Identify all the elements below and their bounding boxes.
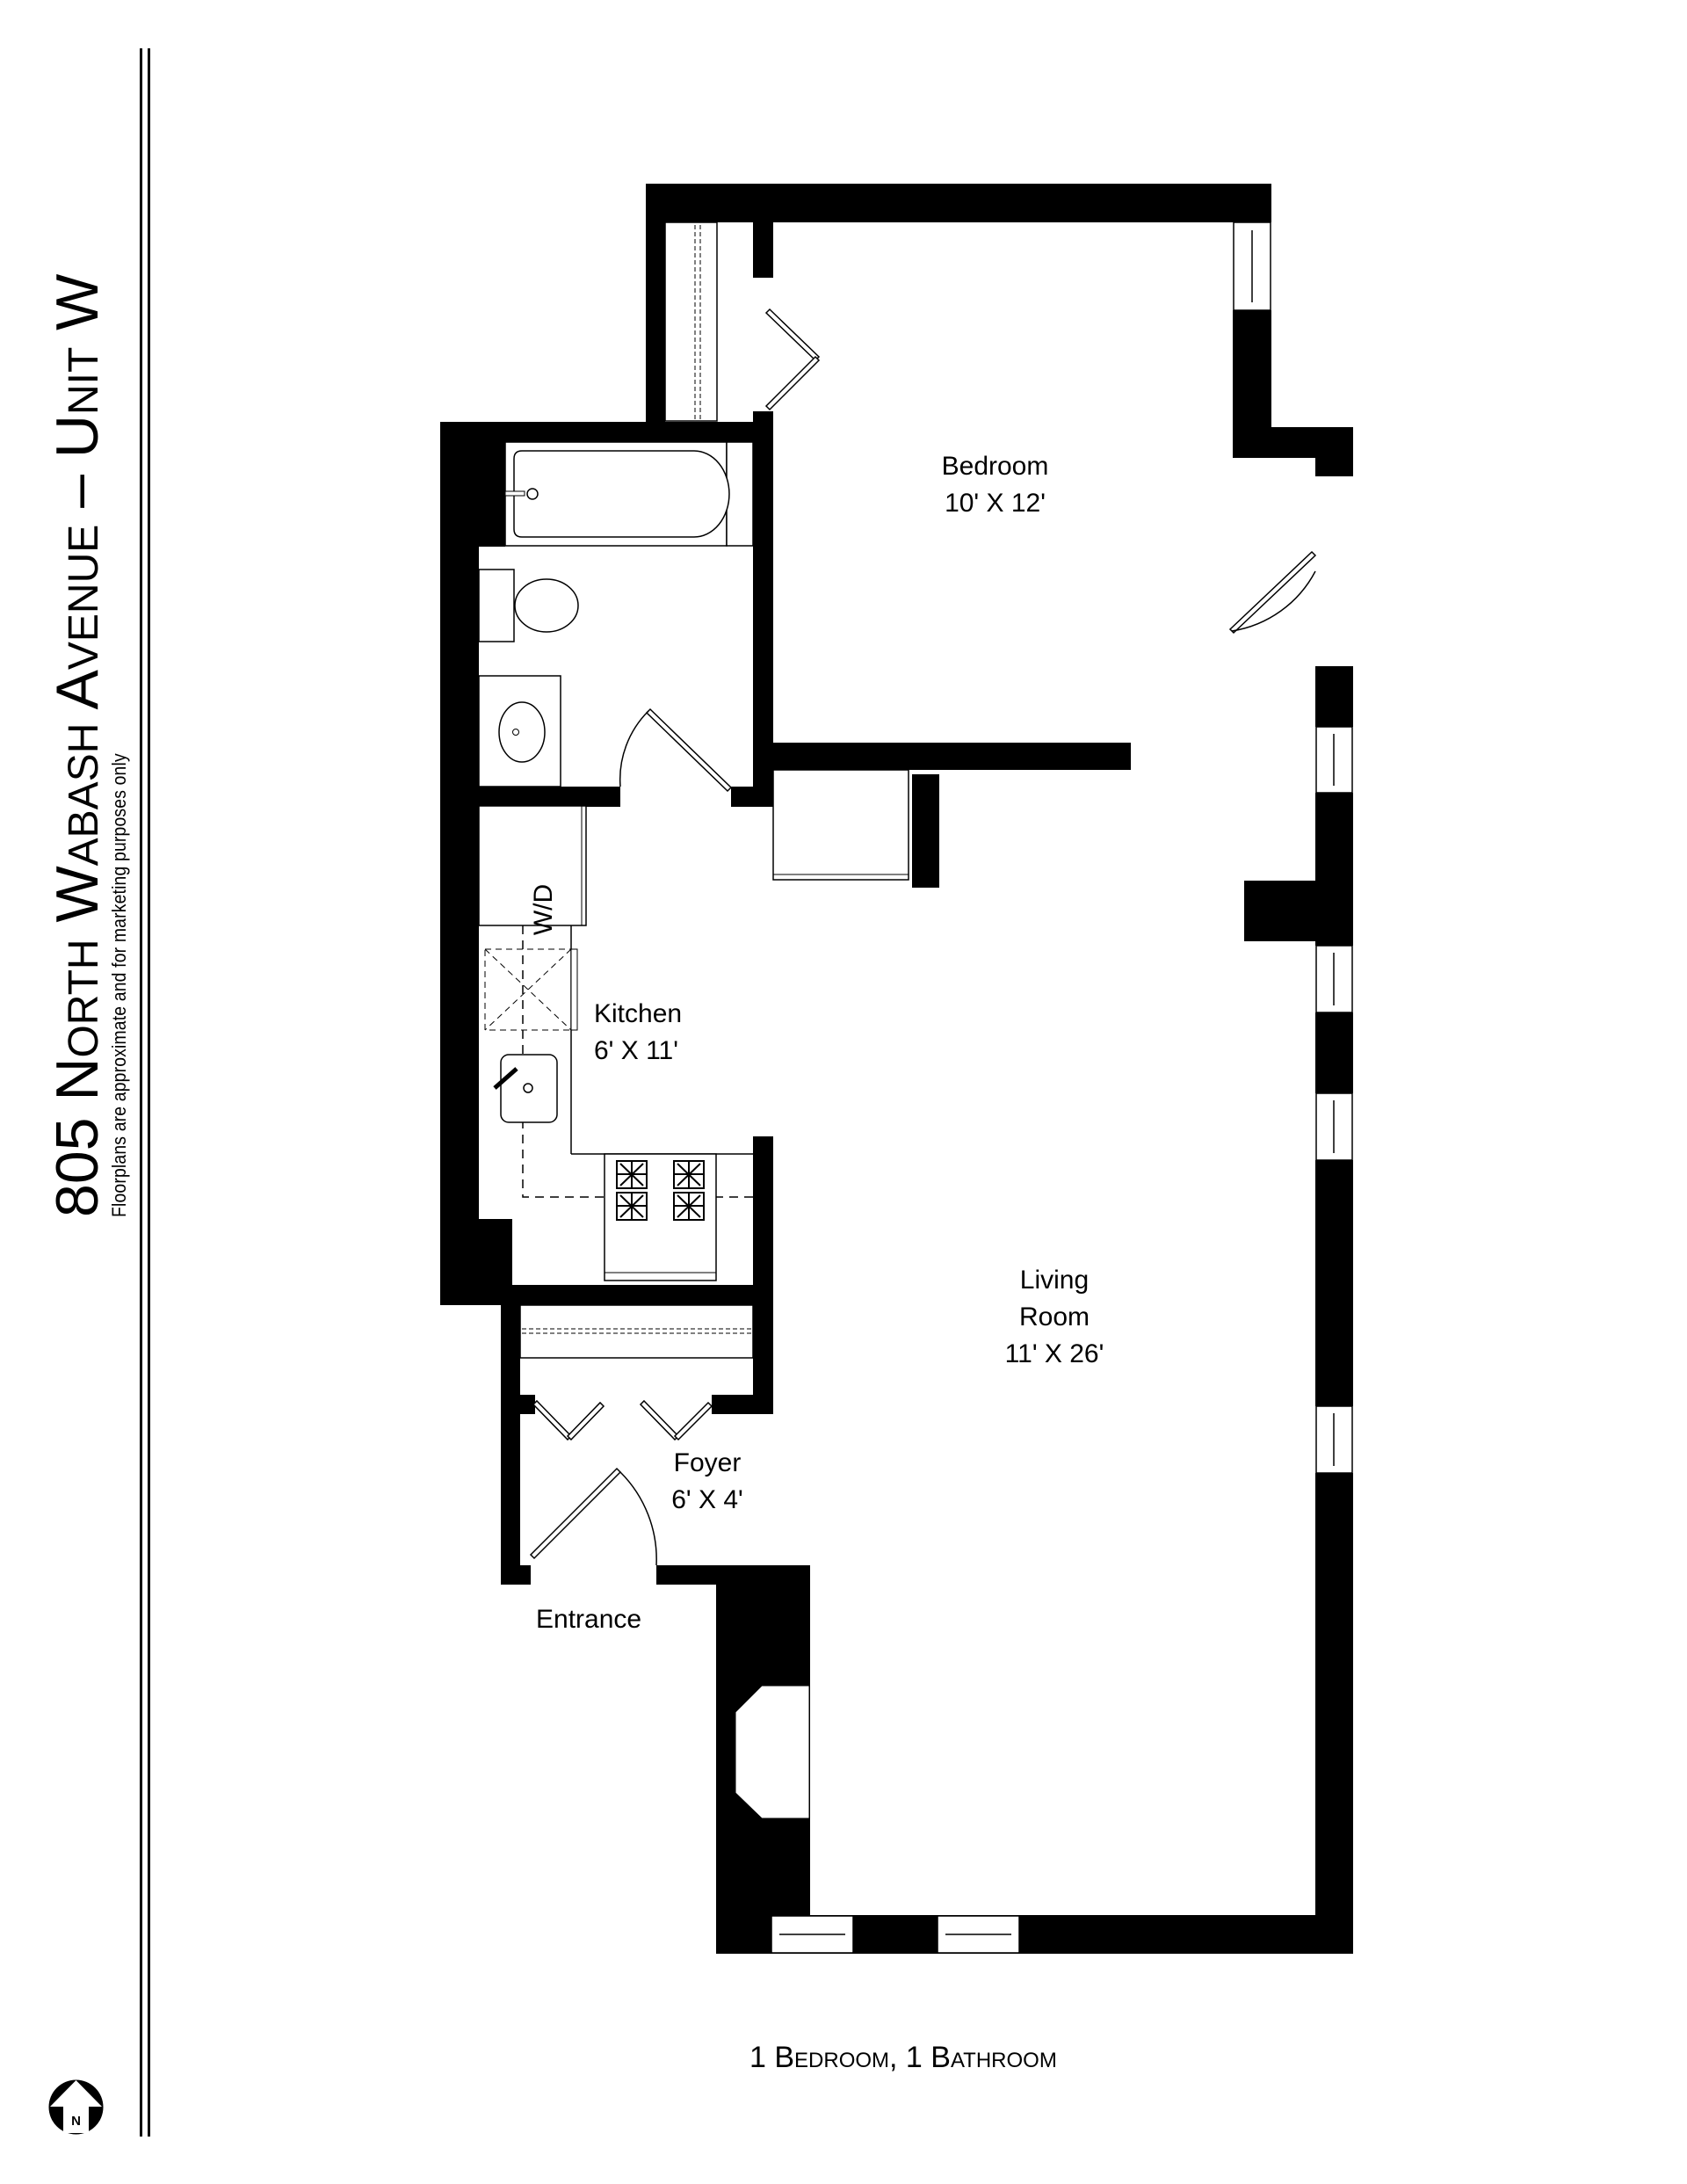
room-label-foyer: Foyer 6' X 4': [663, 1445, 751, 1519]
room-size: 10' X 12': [945, 489, 1046, 518]
svg-text:N: N: [71, 2114, 81, 2129]
room-name: Room: [1018, 1302, 1090, 1331]
room-label-kitchen: Kitchen 6' X 11': [594, 996, 682, 1070]
room-name: Living: [1019, 1266, 1090, 1295]
room-name: Entrance: [536, 1605, 642, 1634]
windows: [771, 221, 1353, 1954]
room-name: Bedroom: [941, 452, 1049, 481]
divider-line: [140, 48, 142, 2137]
room-size: 6' X 11': [594, 1036, 678, 1065]
divider-line: [148, 48, 150, 2137]
room-name: Foyer: [673, 1448, 742, 1477]
washer-dryer-label: W/D: [529, 883, 559, 936]
room-label-living-room: Living Room 11' X 26': [984, 1262, 1125, 1373]
room-size: 11' X 26': [1004, 1339, 1104, 1368]
room-name: Kitchen: [594, 999, 683, 1028]
room-size: 6' X 4': [671, 1485, 743, 1514]
fireplace: [735, 1685, 810, 1819]
walls: [440, 184, 1353, 1954]
unit-summary: 1 Bedroom, 1 Bathroom: [749, 2041, 1057, 2074]
north-arrow-icon: N: [48, 2079, 104, 2135]
room-label-bedroom: Bedroom 10' X 12': [931, 448, 1059, 522]
room-label-entrance: Entrance: [536, 1601, 641, 1638]
